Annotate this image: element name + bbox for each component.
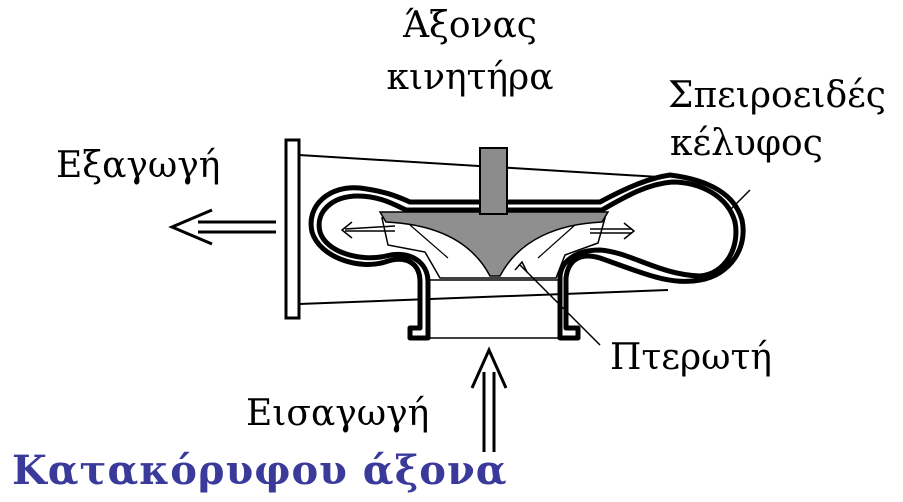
label-shaft: Άξονας κινητήρα xyxy=(370,6,570,98)
label-volute-line2: κέλυφος xyxy=(670,123,823,164)
label-volute-line1: Σπειροειδές xyxy=(668,75,886,116)
outlet-flange xyxy=(284,138,301,320)
label-volute: Σπειροειδές κέλυφος xyxy=(668,76,886,164)
label-shaft-line2: κινητήρα xyxy=(386,57,554,98)
label-inlet: Εισαγωγή xyxy=(246,393,430,434)
leader-lines xyxy=(514,189,751,346)
impeller-hub xyxy=(378,211,610,277)
label-shaft-line1: Άξονας xyxy=(403,5,537,46)
inlet-duct xyxy=(428,279,560,339)
impeller-vanes xyxy=(409,224,576,259)
diagram-caption: Κατακόρυφου άξονα xyxy=(12,447,508,494)
outlet-arrow xyxy=(168,208,276,246)
volute-casing xyxy=(308,172,746,341)
flow-arrows-internal xyxy=(340,221,636,240)
label-outlet: Εξαγωγή xyxy=(56,145,221,186)
label-impeller: Πτερωτή xyxy=(610,337,772,378)
inlet-arrow xyxy=(470,346,508,452)
motor-shaft xyxy=(479,147,508,215)
